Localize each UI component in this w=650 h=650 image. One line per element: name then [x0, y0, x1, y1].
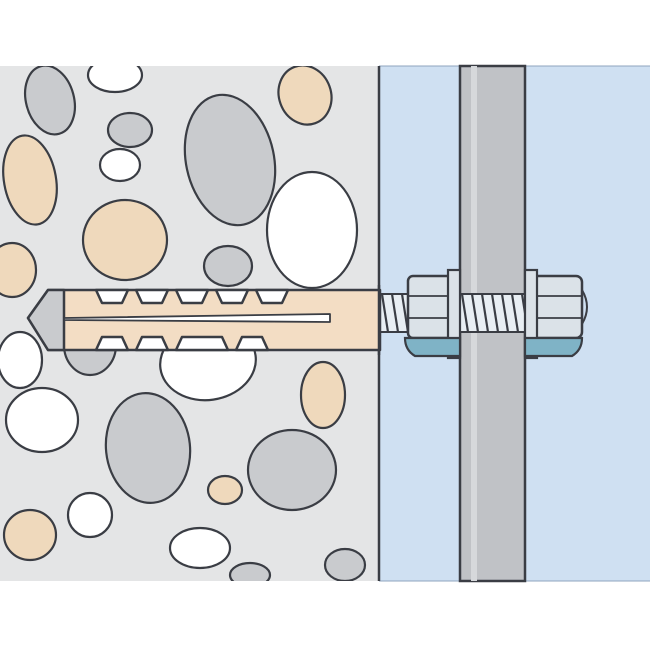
aggregate-stone	[86, 66, 144, 94]
aggregate-stone	[66, 491, 114, 539]
aggregate-stone	[98, 147, 142, 183]
wall-plug-icon	[26, 285, 382, 355]
aggregate-stone	[81, 198, 169, 282]
plug-fin	[234, 335, 270, 352]
aggregate-stone	[2, 508, 58, 562]
washer-right-lower	[523, 336, 584, 358]
aggregate-stone	[265, 170, 359, 290]
aggregate-stone	[0, 330, 44, 390]
aggregate-stone	[168, 526, 232, 570]
plug-fin	[134, 335, 170, 352]
washer-left-lower	[403, 336, 462, 358]
aggregate-stone	[0, 241, 38, 299]
plug-fin	[94, 288, 130, 305]
washer-left	[446, 268, 462, 360]
aggregate-stone	[106, 111, 154, 149]
washer-icon	[403, 268, 584, 360]
washer-right	[523, 268, 539, 360]
aggregate-stone	[206, 474, 244, 506]
nut-right-chamfer	[581, 289, 588, 325]
aggregate-stone	[246, 428, 338, 512]
aggregate-stone	[228, 561, 272, 581]
plug-fin	[254, 288, 290, 305]
aggregate-stone	[183, 93, 277, 227]
aggregate-stone	[104, 392, 192, 504]
aggregate-stone	[323, 547, 367, 581]
plug-fin	[94, 335, 130, 352]
plug-fin	[174, 335, 230, 352]
aggregate-stone	[299, 360, 347, 430]
plug-fin	[174, 288, 210, 305]
plug-center-slot	[63, 313, 331, 323]
aggregate-stone	[202, 244, 254, 288]
aggregate-stone	[4, 386, 80, 454]
plug-fin	[214, 288, 250, 305]
aggregate-stone	[24, 66, 76, 136]
aggregate-stone	[277, 66, 333, 126]
aggregate-stone	[2, 134, 58, 226]
plug-fin	[134, 288, 170, 305]
